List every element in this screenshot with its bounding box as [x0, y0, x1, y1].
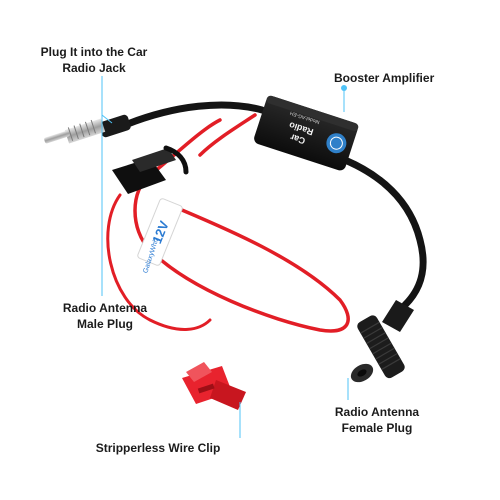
callout-female-plug: Radio Antenna Female Plug [322, 404, 432, 436]
callout-female-plug-line2: Female Plug [341, 421, 413, 435]
wire-clip-icon [182, 362, 246, 410]
fuse-holder-icon [112, 145, 189, 194]
callout-booster-text: Booster Amplifier [334, 71, 435, 85]
callout-radio-jack-line1: Plug It into the Car [40, 45, 148, 59]
callout-radio-jack-line2: Radio Jack [62, 61, 126, 75]
callout-dot [341, 85, 347, 91]
antenna-cable-out [341, 156, 427, 309]
callout-male-plug-line2: Male Plug [76, 317, 133, 331]
voltage-tag: 12V [137, 198, 183, 266]
callout-lines [101, 76, 349, 438]
male-antenna-plug-icon [44, 114, 131, 144]
booster-text-car: Car [289, 132, 307, 146]
callout-radio-jack: Plug It into the Car Radio Jack [30, 44, 158, 76]
callout-male-plug: Radio Antenna Male Plug [50, 300, 160, 332]
callout-wire-clip-text: Stripperless Wire Clip [95, 441, 221, 455]
antenna-cable [121, 101, 266, 129]
female-antenna-plug-icon [350, 300, 414, 383]
power-wire-lead [106, 193, 212, 331]
callout-female-plug-line1: Radio Antenna [334, 405, 420, 419]
callout-male-plug-line1: Radio Antenna [62, 301, 148, 315]
callout-wire-clip: Stripperless Wire Clip [78, 440, 238, 456]
booster-amplifier-icon: Car Radio Model:AG-EH [254, 95, 359, 171]
callout-booster: Booster Amplifier [334, 70, 484, 86]
power-wire-return [198, 113, 257, 157]
